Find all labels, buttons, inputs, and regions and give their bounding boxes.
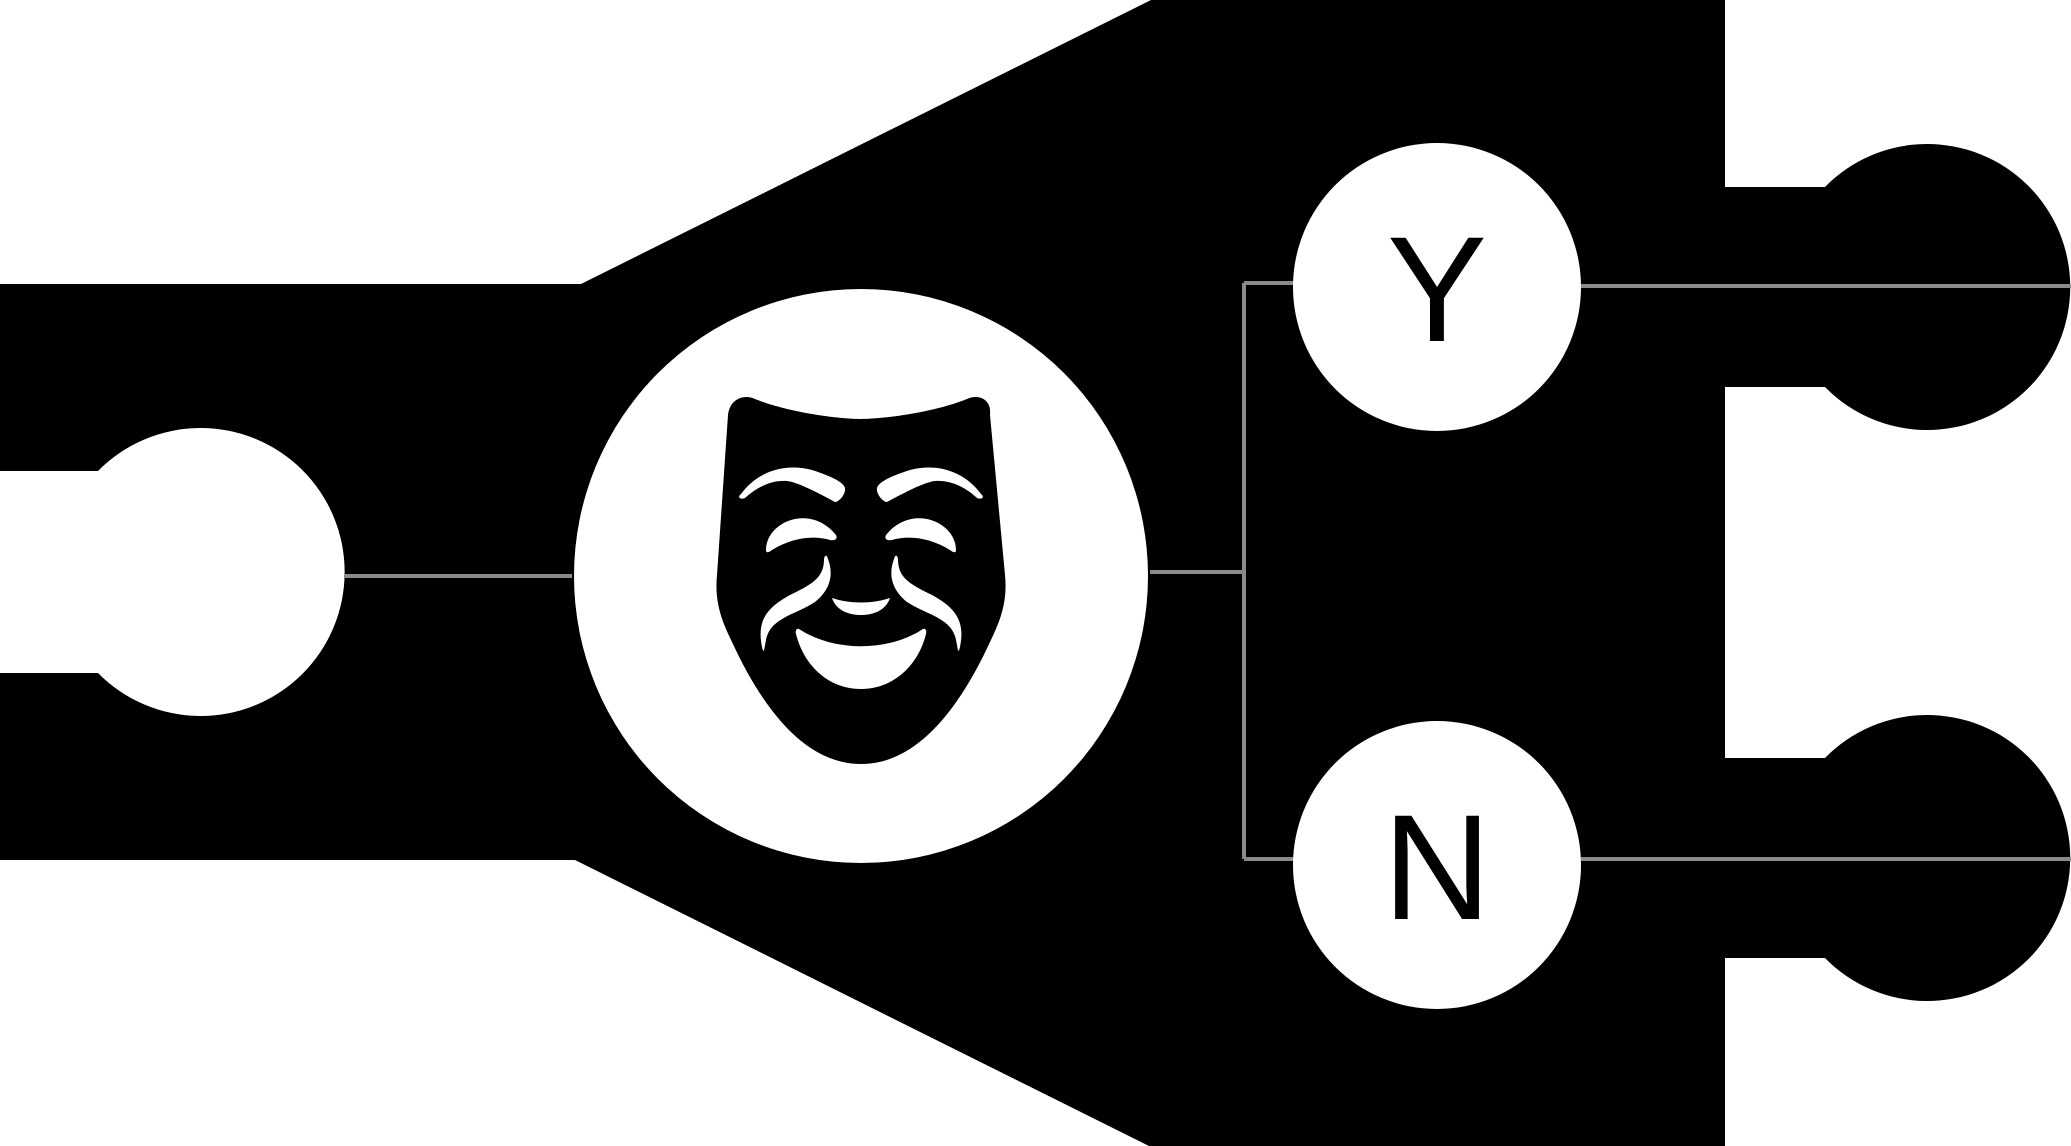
branch-wire <box>1150 281 1296 861</box>
output-node-n-label: N <box>1383 783 1491 951</box>
output-node-n-circle <box>1293 721 1581 1009</box>
output-node-y-label: Y <box>1387 205 1487 373</box>
output-node-n: N <box>1293 721 1581 1009</box>
output-node-y-circle <box>1293 143 1581 431</box>
comedy-mask-icon <box>716 396 1006 764</box>
output-node-y: Y <box>1293 143 1581 431</box>
